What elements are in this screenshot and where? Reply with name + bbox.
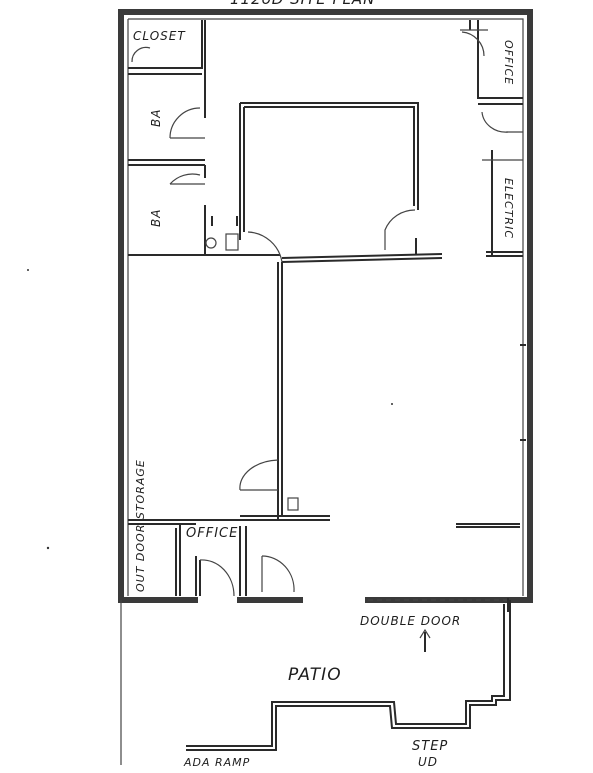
electric-label: ELECTRIC bbox=[502, 178, 515, 239]
office-top-label: OFFICE bbox=[502, 40, 515, 85]
plan-title: 112oD SITE PLAN bbox=[230, 0, 375, 8]
outer-walls bbox=[118, 9, 533, 603]
closet-room: CLOSET bbox=[128, 20, 206, 110]
patio-area: PATIO bbox=[120, 600, 511, 765]
ba-lower-label: BA bbox=[149, 209, 163, 227]
ba-upper-label: BA bbox=[149, 109, 163, 127]
central-partition bbox=[128, 231, 330, 521]
office-bottom-label: OFFICE bbox=[186, 526, 238, 541]
double-door-label: DOUBLE DOOR bbox=[360, 614, 461, 628]
bathroom-upper: BA bbox=[128, 73, 206, 166]
office-top-room: OFFICE bbox=[460, 20, 523, 133]
ada-ramp: ADA RAMP bbox=[183, 756, 250, 769]
right-wall-details bbox=[456, 344, 526, 528]
ada-ramp-label: ADA RAMP bbox=[183, 756, 250, 769]
outdoor-storage-label: OUT DOOR STORAGE bbox=[134, 459, 147, 592]
step-direction-label: UD bbox=[418, 755, 438, 769]
step: STEP UD bbox=[412, 739, 448, 769]
scan-specks bbox=[27, 269, 393, 550]
closet-label: CLOSET bbox=[133, 29, 186, 43]
double-door: DOUBLE DOOR bbox=[360, 598, 509, 652]
electric-room: ELECTRIC bbox=[482, 150, 523, 257]
bathroom-lower: BA bbox=[128, 165, 280, 256]
outdoor-storage-room: OUT DOOR STORAGE bbox=[128, 459, 181, 596]
center-room bbox=[239, 102, 443, 263]
patio-label: PATIO bbox=[288, 665, 342, 685]
step-label: STEP bbox=[412, 739, 448, 754]
office-bottom-room: OFFICE bbox=[180, 523, 295, 597]
